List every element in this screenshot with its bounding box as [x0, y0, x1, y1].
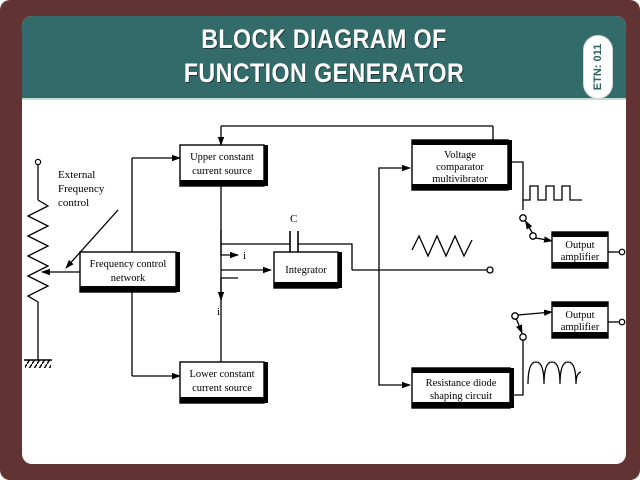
- integrator-to-shaping: [378, 270, 411, 389]
- upper-ccs-line2: current source: [192, 166, 252, 177]
- block-output-amplifier-1[interactable]: Output amplifier: [551, 231, 609, 269]
- potentiometer-symbol: [26, 199, 50, 303]
- comparator-line2: comparator: [436, 162, 484, 173]
- sine-wave-icon: [527, 361, 582, 385]
- freq-net-line2: network: [111, 273, 146, 284]
- switch-1-blade[interactable]: [524, 220, 534, 235]
- block-voltage-comparator-multivibrator[interactable]: Voltage comparator multivibrator: [411, 139, 512, 191]
- lower-ccs-line2: current source: [192, 383, 252, 394]
- switch-2-pole[interactable]: [511, 312, 519, 320]
- integrator-to-comparator: [378, 164, 411, 270]
- block-lower-constant-current-source[interactable]: Lower constant current source: [179, 361, 268, 404]
- integrator-label: Integrator: [285, 265, 327, 276]
- shaping-line1: Resistance diode: [426, 378, 497, 389]
- cap-right-lead: [298, 243, 353, 270]
- switch-2-blade[interactable]: [515, 317, 523, 334]
- out-amp-1-line1: Output: [565, 240, 594, 251]
- external-frequency-label-line2: Frequency: [58, 183, 105, 195]
- block-frequency-control-network[interactable]: Frequency control network: [79, 251, 180, 293]
- square-wave-icon: [523, 185, 582, 201]
- switch-2-contact[interactable]: [519, 333, 527, 341]
- block-integrator[interactable]: Integrator: [273, 251, 342, 289]
- etn-badge-label: ETN: 011: [592, 43, 604, 91]
- current-label-down: i: [217, 306, 220, 318]
- title-line-2: FUNCTION GENERATOR: [183, 58, 465, 88]
- switch-1-contact[interactable]: [529, 232, 537, 240]
- switch-1-pole[interactable]: [519, 214, 527, 222]
- external-frequency-terminal: [34, 158, 42, 166]
- comparator-square-lead: [511, 161, 524, 210]
- out-amp-2-line1: Output: [565, 310, 594, 321]
- output-terminal-2: [618, 318, 626, 326]
- current-i-up-arrow: [220, 230, 239, 259]
- header-bar: BLOCK DIAGRAM OF FUNCTION GENERATOR ETN:…: [22, 16, 626, 100]
- upper-ccs-line1: Upper constant: [190, 152, 254, 163]
- etn-badge: ETN: 011: [584, 36, 612, 98]
- block-output-amplifier-2[interactable]: Output amplifier: [551, 301, 609, 339]
- comparator-line3: multivibrator: [432, 174, 488, 185]
- out-amp-1-line2: amplifier: [561, 252, 600, 263]
- output-terminal-1: [618, 248, 626, 256]
- page-title: BLOCK DIAGRAM OF FUNCTION GENERATOR: [64, 22, 583, 90]
- triangle-output-terminal: [486, 266, 494, 274]
- current-label-up: i: [243, 250, 246, 262]
- switch-2-to-output-amplifier: [517, 309, 553, 316]
- block-diagram: Upper constant current source Frequency …: [22, 100, 626, 440]
- shaping-line2: shaping circuit: [430, 391, 492, 402]
- lower-ccs-line1: Lower constant: [189, 369, 254, 380]
- block-resistance-diode-shaping-circuit[interactable]: Resistance diode shaping circuit: [411, 367, 514, 409]
- freq-net-line1: Frequency control: [90, 259, 167, 270]
- external-frequency-label-line1: External: [58, 169, 95, 181]
- ground-hatch-icon: [25, 360, 51, 368]
- switch-1-to-output-amplifier: [535, 236, 553, 243]
- capacitor-label: C: [290, 213, 297, 225]
- title-line-1: BLOCK DIAGRAM OF: [201, 24, 447, 54]
- external-frequency-pointer: [65, 209, 119, 269]
- out-amp-2-line2: amplifier: [561, 322, 600, 333]
- external-frequency-label-line3: control: [58, 197, 89, 209]
- comparator-line1: Voltage: [444, 150, 476, 161]
- block-upper-constant-current-source[interactable]: Upper constant current source: [179, 144, 268, 187]
- triangle-wave-icon: [411, 234, 473, 258]
- current-i-down-arrow: [217, 277, 238, 301]
- shaping-sine-lead: [511, 340, 524, 396]
